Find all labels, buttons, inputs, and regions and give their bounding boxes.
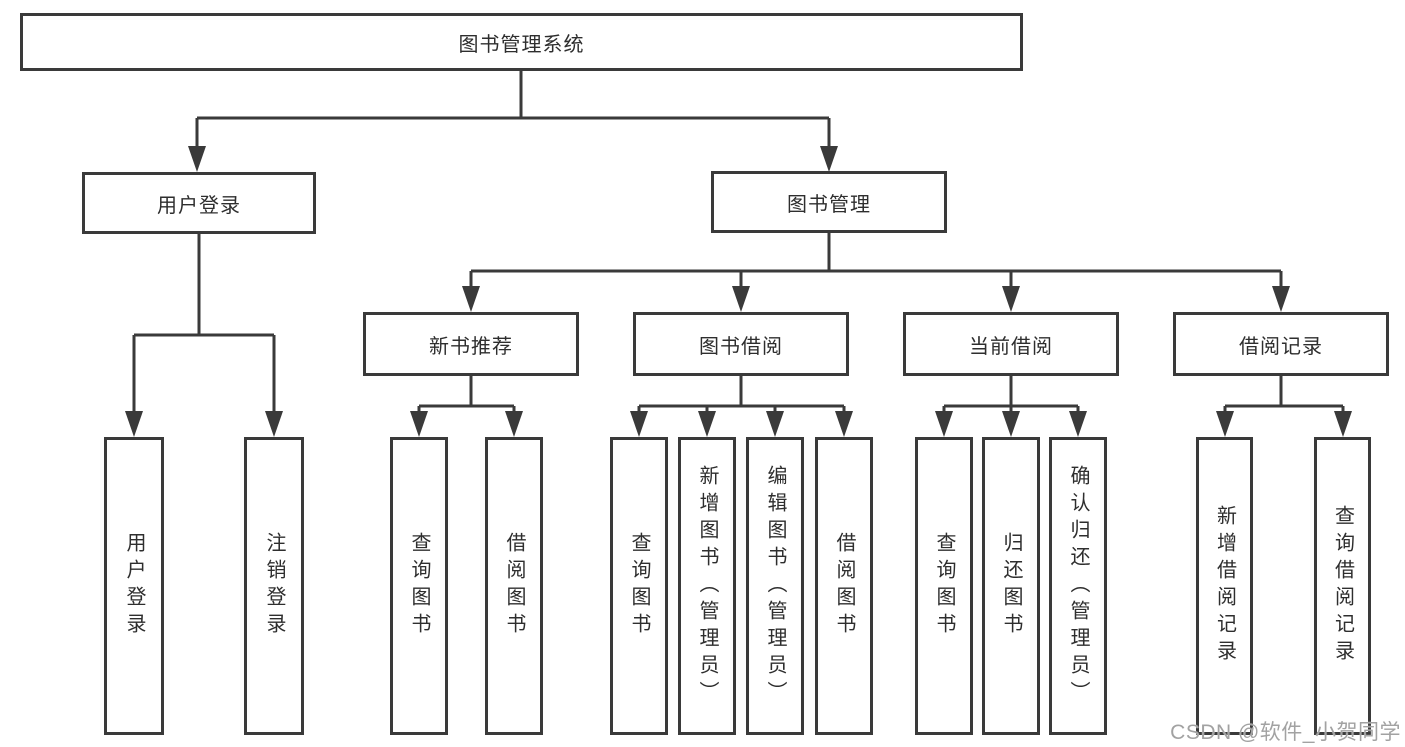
connector-book-management-children: [469, 233, 1283, 292]
node-label: 查询图书: [933, 532, 955, 640]
node-new-book-recommend: 新书推荐: [363, 312, 579, 376]
node-leaf-query-book-recommend: 查询图书: [390, 437, 448, 735]
node-user-login: 用户登录: [82, 172, 316, 234]
csdn-watermark: CSDN @软件_小贺同学: [1170, 721, 1401, 744]
arrowheads: [125, 146, 1352, 437]
node-label: 用户登录: [123, 532, 145, 640]
connector-root-to-level2: [195, 71, 831, 150]
node-label: 图书管理系统: [458, 33, 585, 56]
node-leaf-edit-book-admin: 编辑图书（管理员）: [746, 437, 804, 735]
node-label: 确认归还（管理员）: [1067, 464, 1089, 708]
node-leaf-query-book-current: 查询图书: [915, 437, 973, 735]
node-label: 查询图书: [628, 532, 650, 640]
node-leaf-borrow-book: 借阅图书: [815, 437, 873, 735]
connector-book-borrow-children: [637, 376, 846, 415]
node-leaf-add-borrow-record: 新增借阅记录: [1196, 437, 1253, 735]
node-label: 当前借阅: [969, 335, 1053, 358]
node-book-management: 图书管理: [711, 171, 947, 233]
connector-user-login-children: [132, 234, 276, 413]
node-label: 查询借阅记录: [1331, 505, 1354, 667]
node-leaf-query-borrow-record: 查询借阅记录: [1314, 437, 1371, 735]
node-label: 新书推荐: [429, 335, 513, 358]
node-leaf-borrow-book-recommend: 借阅图书: [485, 437, 543, 735]
node-leaf-return-book: 归还图书: [982, 437, 1040, 735]
node-book-borrow: 图书借阅: [633, 312, 849, 376]
connector-new-book-children: [417, 376, 516, 415]
node-label: 借阅记录: [1239, 335, 1323, 358]
node-leaf-confirm-return-admin: 确认归还（管理员）: [1049, 437, 1107, 735]
node-leaf-logout: 注销登录: [244, 437, 304, 735]
node-root-library-system: 图书管理系统: [20, 13, 1023, 71]
connector-borrow-record-children: [1223, 376, 1345, 415]
node-leaf-query-book-borrow: 查询图书: [610, 437, 668, 735]
node-label: 查询图书: [408, 532, 430, 640]
connector-current-borrow-children: [942, 376, 1080, 415]
node-label: 借阅图书: [503, 532, 525, 640]
node-label: 用户登录: [157, 194, 241, 217]
node-label: 编辑图书（管理员）: [764, 464, 786, 708]
node-label: 借阅图书: [833, 532, 855, 640]
node-label: 图书管理: [787, 193, 871, 216]
node-label: 新增借阅记录: [1213, 505, 1236, 667]
node-current-borrow: 当前借阅: [903, 312, 1119, 376]
node-label: 新增图书（管理员）: [696, 464, 718, 708]
node-label: 注销登录: [263, 532, 285, 640]
node-borrow-record: 借阅记录: [1173, 312, 1389, 376]
node-label: 归还图书: [1000, 532, 1022, 640]
node-leaf-user-login: 用户登录: [104, 437, 164, 735]
node-leaf-add-book-admin: 新增图书（管理员）: [678, 437, 736, 735]
node-label: 图书借阅: [699, 335, 783, 358]
